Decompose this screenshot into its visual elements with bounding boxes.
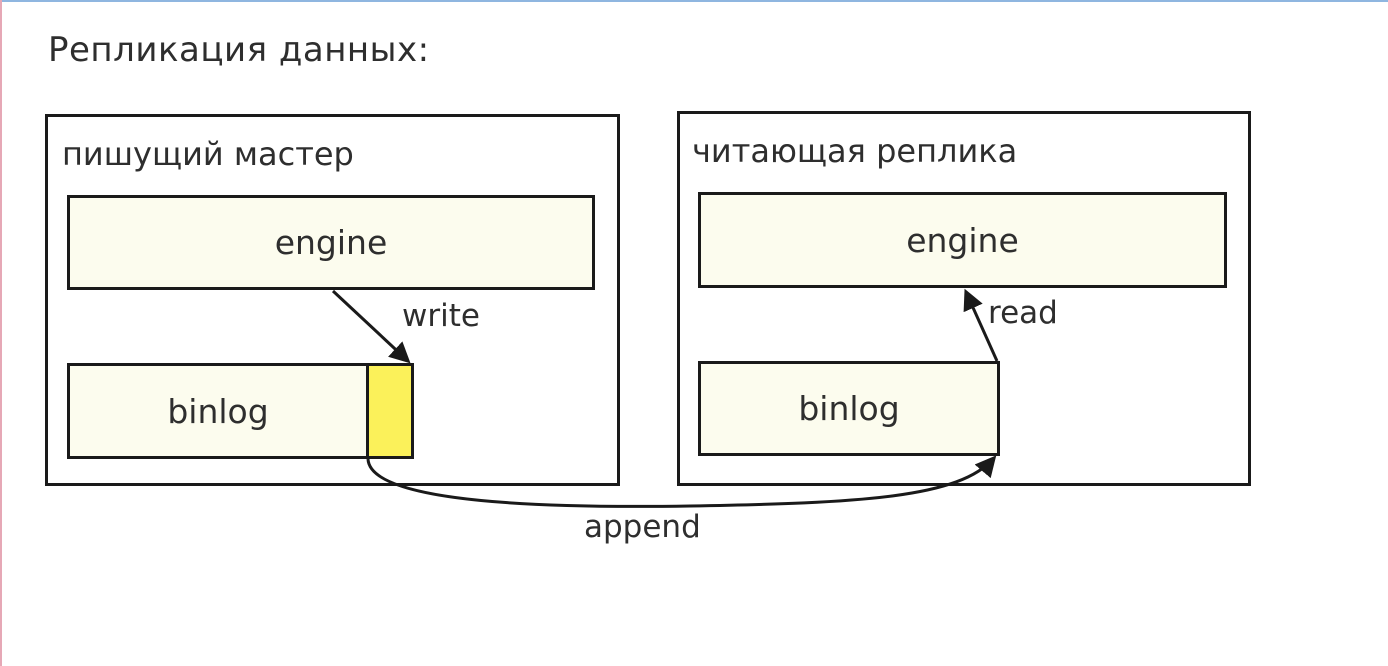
left-border-line (0, 0, 2, 666)
read-label: read (988, 295, 1058, 331)
master-binlog-label: binlog (167, 391, 269, 431)
replica-title: читающая реплика (692, 132, 1018, 170)
master-engine-block: engine (67, 195, 595, 290)
master-title: пишущий мастер (62, 135, 354, 173)
replica-engine-label: engine (906, 220, 1019, 260)
read-arrow (963, 288, 999, 362)
replica-engine-block: engine (698, 192, 1227, 288)
replica-binlog-label: binlog (798, 389, 900, 428)
top-border-line (0, 0, 1388, 2)
append-label: append (584, 509, 701, 545)
append-arrow (366, 455, 997, 508)
master-engine-label: engine (274, 223, 388, 262)
replica-binlog-block: binlog (698, 361, 1000, 456)
binlog-new-entry (366, 363, 414, 459)
slide-title: Репликация данных: (48, 30, 430, 70)
write-label: write (402, 298, 480, 334)
write-arrow (331, 289, 411, 364)
